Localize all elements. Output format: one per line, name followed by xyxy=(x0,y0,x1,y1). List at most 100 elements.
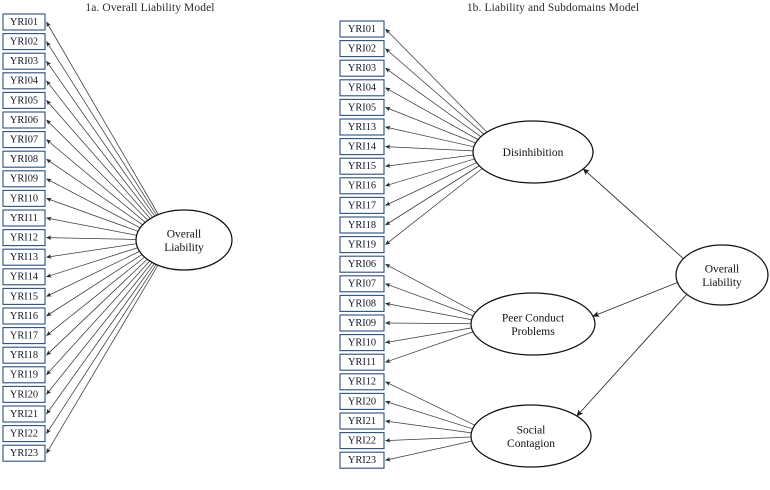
indicator-box: YRI23 xyxy=(339,451,385,469)
indicator-box: YRI19 xyxy=(2,366,46,384)
factor-loading-arrow xyxy=(385,320,472,326)
indicator-label: YRI11 xyxy=(348,357,376,368)
indicator-box: YRI03 xyxy=(339,59,385,77)
indicator-box: YRI15 xyxy=(2,287,46,305)
indicator-box: YRI08 xyxy=(2,150,46,168)
factor-label: Liability xyxy=(164,242,204,254)
indicator-label: YRI07 xyxy=(348,279,376,290)
indicator-box: YRI14 xyxy=(339,138,385,156)
factor-loading-arrow xyxy=(385,165,480,226)
indicator-box: YRI04 xyxy=(2,72,46,90)
factor-loading-arrow xyxy=(385,154,474,168)
factor-loading-arrow xyxy=(46,216,137,236)
structural-path-arrow xyxy=(592,282,678,317)
indicator-box: YRI01 xyxy=(2,13,46,31)
indicator-box: YRI14 xyxy=(2,268,46,286)
factor-loading-arrow xyxy=(46,263,155,415)
indicator-label: YRI04 xyxy=(10,76,39,87)
panel-b-loading-arrows xyxy=(385,28,488,462)
factor-loading-arrow xyxy=(46,235,137,240)
indicator-label: YRI09 xyxy=(10,174,38,185)
indicator-box: YRI23 xyxy=(2,444,46,462)
factor-loading-arrow xyxy=(385,302,472,321)
factor-loading-arrow xyxy=(46,265,159,454)
factor-loading-arrow xyxy=(385,28,488,133)
factor-loading-arrow xyxy=(385,107,476,144)
factor-loading-arrow xyxy=(46,178,141,229)
factor-loading-arrow xyxy=(385,327,472,345)
indicator-box: YRI03 xyxy=(2,52,46,70)
factor-loading-arrow xyxy=(385,440,472,462)
indicator-box: YRI10 xyxy=(339,334,385,352)
indicator-box: YRI11 xyxy=(2,209,46,227)
indicator-label: YRI18 xyxy=(348,220,376,231)
factor-loading-arrow xyxy=(385,263,476,313)
indicator-label: YRI02 xyxy=(348,43,376,54)
indicator-label: YRI12 xyxy=(10,232,38,243)
indicator-box: YRI09 xyxy=(2,170,46,188)
factor-loading-arrow xyxy=(46,119,149,221)
indicator-label: YRI10 xyxy=(348,337,376,348)
indicator-label: YRI05 xyxy=(10,95,38,106)
panel-a-indicators: YRI01YRI02YRI03YRI04YRI05YRI06YRI07YRI08… xyxy=(2,13,46,462)
structural-path-arrow xyxy=(576,294,688,417)
indicator-box: YRI10 xyxy=(2,189,46,207)
indicator-box: YRI16 xyxy=(2,307,46,325)
indicator-label: YRI16 xyxy=(10,311,38,322)
factor-label: Problems xyxy=(511,326,555,338)
panel-a-loading-arrows xyxy=(46,21,159,454)
factor-label: Social xyxy=(517,424,546,436)
factor-loading-arrow xyxy=(46,258,148,356)
factor-ellipse-disinhibition: Disinhibition xyxy=(472,120,594,184)
factor-loading-arrow xyxy=(46,100,151,219)
factor-loading-arrow xyxy=(46,21,159,215)
factor-loading-arrow xyxy=(385,67,482,137)
factor-loading-arrow xyxy=(385,400,473,430)
indicator-box: YRI11 xyxy=(339,353,385,371)
factor-loading-arrow xyxy=(46,247,138,278)
indicator-label: YRI13 xyxy=(10,252,38,263)
indicator-box: YRI19 xyxy=(339,236,385,254)
indicator-label: YRI09 xyxy=(348,318,376,329)
indicator-label: YRI15 xyxy=(348,161,376,172)
indicator-label: YRI11 xyxy=(10,213,38,224)
indicator-box: YRI05 xyxy=(2,91,46,109)
indicator-label: YRI05 xyxy=(348,102,376,113)
factor-loading-arrow xyxy=(46,256,145,336)
indicator-label: YRI08 xyxy=(348,298,376,309)
factor-label: Peer Conduct xyxy=(502,312,565,324)
indicator-box: YRI15 xyxy=(339,157,385,175)
indicator-label: YRI17 xyxy=(348,200,376,211)
indicator-label: YRI01 xyxy=(10,17,38,28)
factor-loading-arrow xyxy=(46,262,153,395)
indicator-label: YRI04 xyxy=(348,83,377,94)
indicator-box: YRI09 xyxy=(339,314,385,332)
factor-loading-arrow xyxy=(385,436,472,443)
panel-b-indicators: YRI01YRI02YRI03YRI04YRI05YRI13YRI14YRI15… xyxy=(339,20,385,469)
factor-loading-arrow xyxy=(46,243,137,259)
indicator-label: YRI17 xyxy=(10,330,38,341)
indicator-label: YRI18 xyxy=(10,350,38,361)
indicator-box: YRI21 xyxy=(2,405,46,423)
indicator-box: YRI08 xyxy=(339,294,385,312)
factor-loading-arrow xyxy=(46,158,143,226)
indicator-box: YRI07 xyxy=(339,275,385,293)
indicator-label: YRI22 xyxy=(10,428,38,439)
factor-loading-arrow xyxy=(46,60,156,217)
indicator-box: YRI05 xyxy=(339,98,385,116)
factor-loading-arrow xyxy=(385,48,485,135)
factor-loading-arrow xyxy=(385,331,474,363)
indicator-label: YRI13 xyxy=(348,122,376,133)
indicator-label: YRI03 xyxy=(348,63,376,74)
factor-loading-arrow xyxy=(385,283,474,317)
indicator-box: YRI16 xyxy=(339,177,385,195)
indicator-label: YRI14 xyxy=(348,141,377,152)
